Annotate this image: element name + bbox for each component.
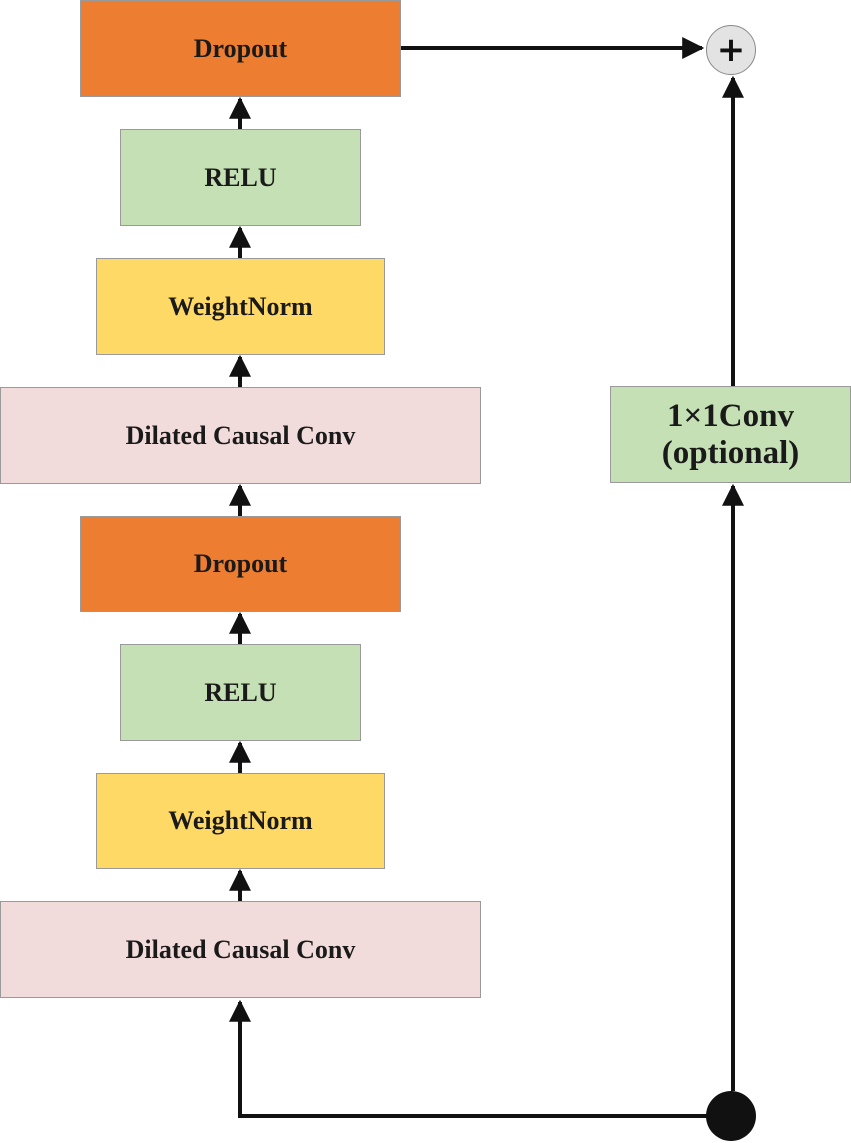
- relu-label-bottom: RELU: [204, 677, 277, 707]
- plus-icon: +: [716, 30, 746, 70]
- add-node: +: [706, 25, 756, 75]
- arrow-input-to-conv-bottom: [229, 999, 733, 1118]
- dropout-block-bottom: Dropout: [80, 516, 401, 612]
- dilated-causal-conv-block-top: Dilated Causal Conv: [0, 387, 481, 484]
- residual-conv-block: 1×1Conv (optional): [610, 386, 851, 483]
- relu-block-top: RELU: [120, 129, 361, 226]
- weightnorm-label-top: WeightNorm: [168, 291, 313, 321]
- weightnorm-block-top: WeightNorm: [96, 258, 385, 355]
- weightnorm-block-bottom: WeightNorm: [96, 773, 385, 869]
- relu-label-top: RELU: [204, 162, 277, 192]
- residual-optional-label: (optional): [661, 434, 800, 471]
- weightnorm-label-bottom: WeightNorm: [168, 806, 313, 836]
- dilated-causal-conv-label-bottom: Dilated Causal Conv: [125, 934, 356, 964]
- dilated-causal-conv-block-bottom: Dilated Causal Conv: [0, 901, 481, 998]
- dropout-block-top: Dropout: [80, 0, 401, 97]
- relu-block-bottom: RELU: [120, 644, 361, 741]
- dropout-label-bottom: Dropout: [193, 549, 288, 579]
- input-node: [706, 1091, 756, 1141]
- dropout-label-top: Dropout: [193, 33, 288, 63]
- dilated-causal-conv-label-top: Dilated Causal Conv: [125, 420, 356, 450]
- residual-conv-label: 1×1Conv: [667, 398, 794, 435]
